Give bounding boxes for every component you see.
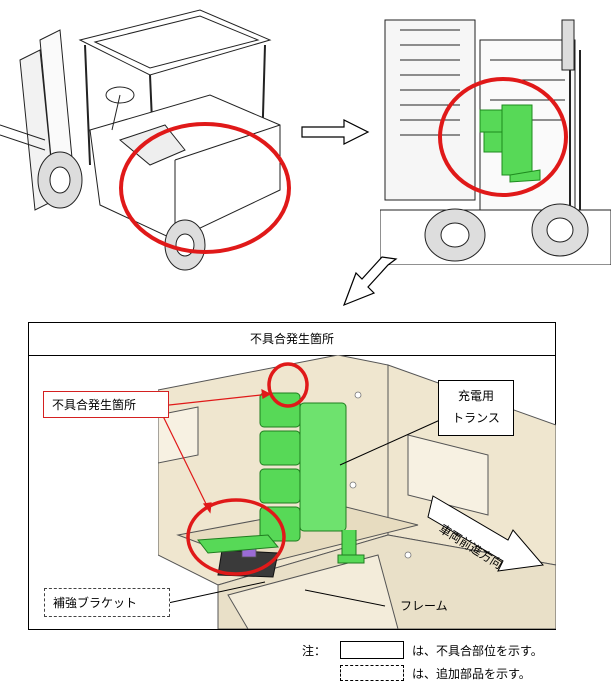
legend-solid-box <box>340 641 404 659</box>
callout-defect-location: 不具合発生箇所 <box>43 391 169 418</box>
legend-prefix: 注： <box>302 644 327 658</box>
charging-transformer <box>197 392 365 564</box>
highlight-ring-top <box>267 362 309 408</box>
callout-transformer: 充電用 トランス <box>438 380 514 436</box>
reinforcement-bracket <box>217 549 279 578</box>
callout-frame: フレーム <box>400 599 448 613</box>
arrow-right-icon <box>301 119 370 145</box>
arrow-down-left-icon <box>342 256 398 307</box>
forklift-overview-illustration <box>0 9 291 271</box>
highlight-ring <box>119 122 291 254</box>
callout-transformer-line2: トランス <box>452 411 500 425</box>
legend-dashed-desc: は、追加部品を示す。 <box>412 667 531 681</box>
callout-transformer-line1: 充電用 <box>457 389 494 403</box>
highlight-ring-bottom <box>186 498 286 576</box>
transformer-highlight <box>479 104 541 183</box>
legend-solid-desc: は、不具合部位を示す。 <box>412 644 543 658</box>
legend-dashed-box <box>340 665 404 681</box>
engine-bay-zoom-illustration <box>380 19 611 265</box>
callout-reinforcement-bracket: 補強ブラケット <box>44 588 170 617</box>
highlight-ring <box>438 77 568 197</box>
panel-title: 不具合発生箇所 <box>29 323 555 356</box>
